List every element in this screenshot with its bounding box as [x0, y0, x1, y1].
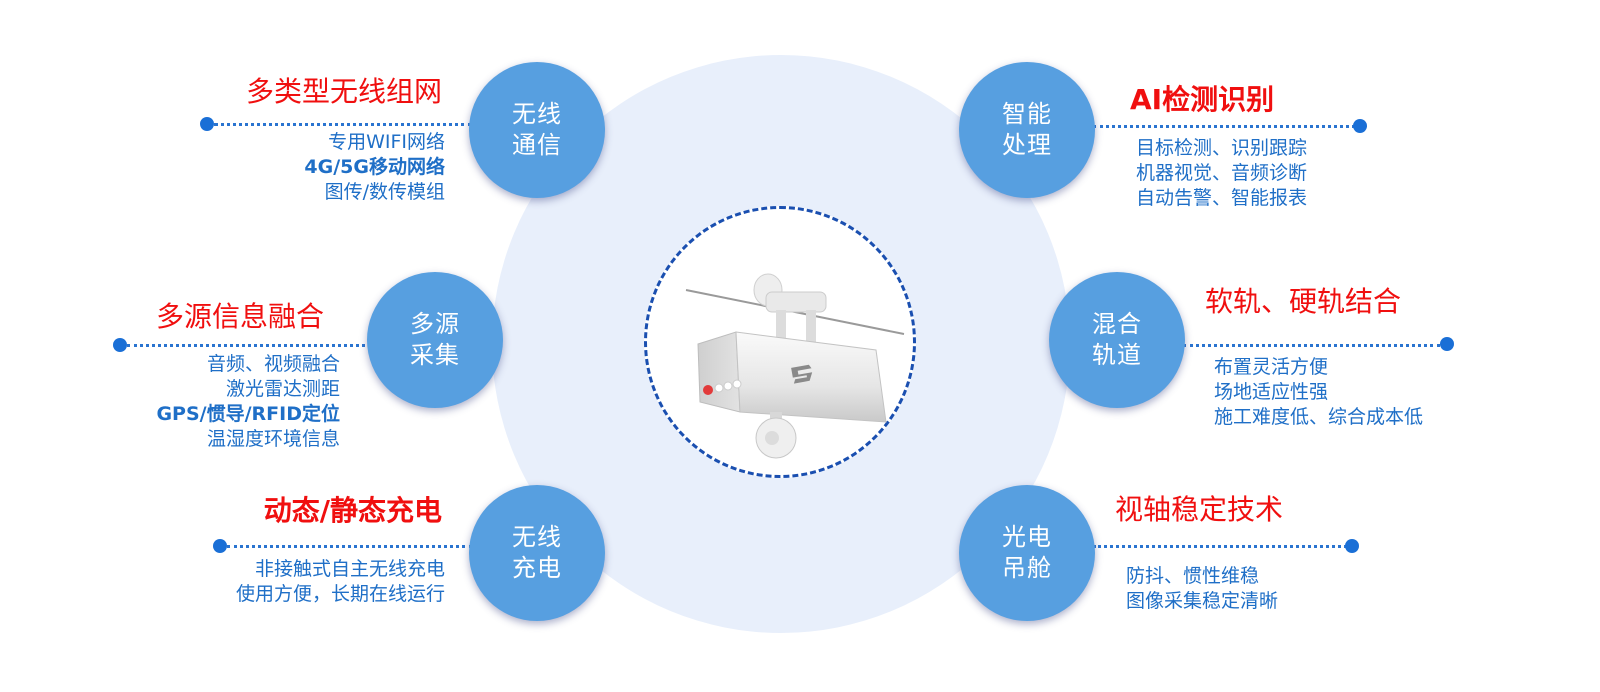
detail-line: 场地适应性强: [1214, 381, 1329, 403]
node-label: 光电: [1002, 523, 1052, 551]
detail-line: 施工难度低、综合成本低: [1214, 406, 1424, 428]
detail-line: 图传/数传模组: [324, 181, 445, 203]
node-hybrid-track: 混合 轨道: [1049, 272, 1185, 408]
detail-line: 激光雷达测距: [225, 378, 340, 400]
connector-endpoint-dot: [200, 117, 214, 131]
connector-dotted-line: [227, 545, 472, 548]
node-label: 通信: [512, 131, 562, 159]
detail-line: 使用方便，长期在线运行: [235, 583, 445, 605]
node-wireless-charging: 无线 充电: [469, 485, 605, 621]
node-details: 布置灵活方便 场地适应性强 施工难度低、综合成本低: [1214, 355, 1423, 430]
node-label: 吊舱: [1002, 554, 1052, 582]
detail-line: 目标检测、识别跟踪: [1136, 137, 1308, 159]
connector-dotted-line: [1093, 125, 1355, 128]
detail-line: 图像采集稳定清晰: [1126, 590, 1279, 612]
node-headline: AI检测识别: [1130, 83, 1275, 116]
node-details: 非接触式自主无线充电 使用方便，长期在线运行: [236, 557, 445, 607]
node-wireless-comm: 无线 通信: [469, 62, 605, 198]
detail-line: 非接触式自主无线充电: [254, 558, 445, 580]
node-details: 音频、视频融合 激光雷达测距 GPS/惯导/RFID定位 温湿度环境信息: [156, 352, 340, 452]
node-headline: 多源信息融合: [155, 300, 324, 333]
connector-dotted-line: [127, 344, 372, 347]
node-label: 采集: [410, 341, 460, 369]
connector-dotted-line: [1093, 545, 1347, 548]
detail-line: 温湿度环境信息: [206, 428, 340, 450]
node-headline: 多类型无线组网: [245, 75, 442, 108]
node-label: 多源: [410, 310, 460, 338]
node-label: 无线: [512, 100, 562, 128]
node-label: 处理: [1002, 131, 1052, 159]
node-label: 智能: [1002, 100, 1052, 128]
connector-endpoint-dot: [213, 539, 227, 553]
connector-dotted-line: [214, 123, 472, 126]
detail-line: 音频、视频融合: [206, 353, 340, 375]
node-label: 轨道: [1092, 341, 1142, 369]
node-label: 无线: [512, 523, 562, 551]
bottom-mask: [0, 634, 1600, 692]
detail-line: 防抖、惯性维稳: [1126, 565, 1260, 587]
detail-line: 专用WIFI网络: [328, 131, 445, 153]
detail-line: 4G/5G移动网络: [304, 156, 445, 178]
detail-line: 布置灵活方便: [1214, 356, 1329, 378]
node-smart-processing: 智能 处理: [959, 62, 1095, 198]
connector-endpoint-dot: [113, 338, 127, 352]
detail-line: 自动告警、智能报表: [1136, 187, 1308, 209]
node-label: 混合: [1092, 310, 1142, 338]
detail-line: 机器视觉、音频诊断: [1136, 162, 1308, 184]
connector-endpoint-dot: [1440, 337, 1454, 351]
inspection-robot-image: [685, 273, 905, 459]
node-details: 目标检测、识别跟踪 机器视觉、音频诊断 自动告警、智能报表: [1136, 136, 1307, 211]
node-details: 防抖、惯性维稳 图像采集稳定清晰: [1126, 564, 1278, 614]
connector-endpoint-dot: [1353, 119, 1367, 133]
connector-endpoint-dot: [1345, 539, 1359, 553]
node-details: 专用WIFI网络 4G/5G移动网络 图传/数传模组: [304, 130, 445, 205]
detail-line: GPS/惯导/RFID定位: [156, 403, 340, 425]
node-label: 充电: [512, 554, 562, 582]
node-multi-source-collection: 多源 采集: [367, 272, 503, 408]
connector-dotted-line: [1183, 344, 1440, 347]
node-headline: 软轨、硬轨结合: [1205, 285, 1402, 318]
node-headline: 动态/静态充电: [263, 494, 442, 527]
node-optoelectronic-pod: 光电 吊舱: [959, 485, 1095, 621]
node-headline: 视轴稳定技术: [1115, 493, 1284, 526]
